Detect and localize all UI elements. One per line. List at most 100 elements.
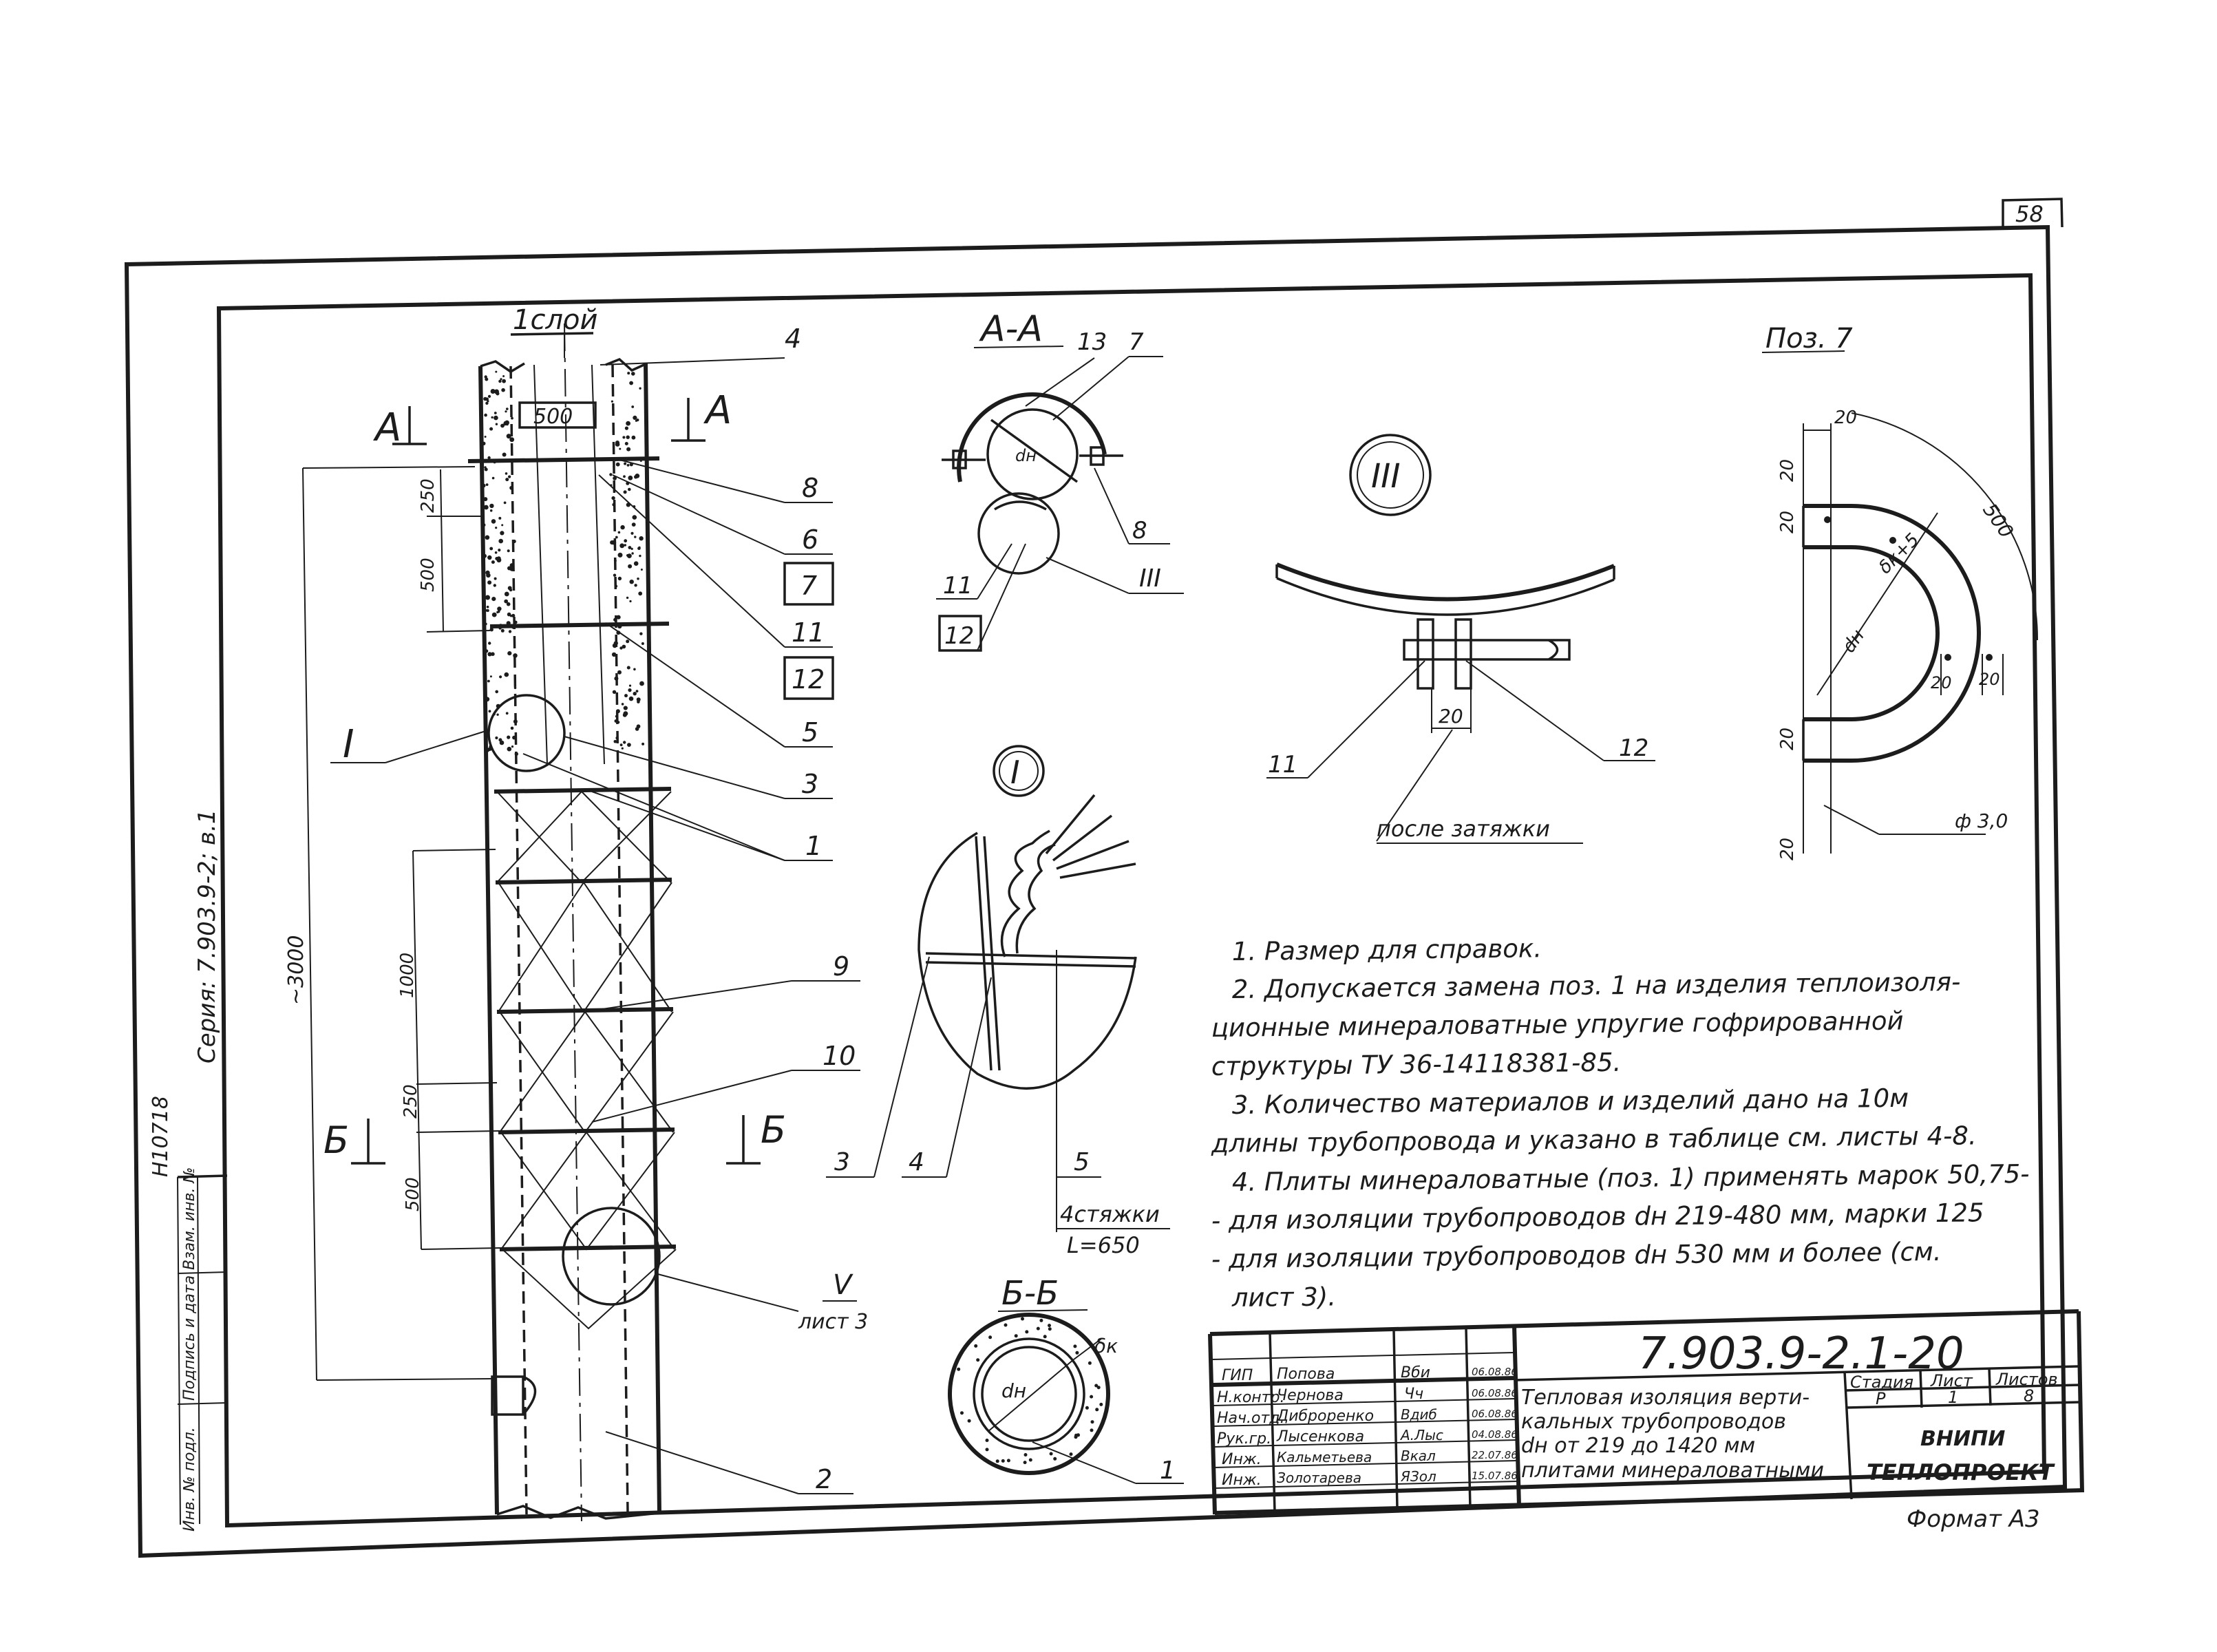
insulation-stipple — [617, 721, 620, 724]
insulation-stipple — [615, 442, 620, 447]
insulation-stipple — [621, 703, 624, 706]
detail-I-callout-3: 3 — [834, 1148, 850, 1176]
insulation-stipple — [628, 684, 632, 687]
title-line-3: плитами минераловатными — [1521, 1459, 1824, 1483]
insulation-stipple — [612, 643, 617, 648]
title-block: 7.903.9-2.1-20 Тепловая изоляция верти- … — [1208, 1309, 2084, 1515]
insulation-stipple — [485, 595, 490, 600]
callout-V: V — [833, 1269, 853, 1301]
insulation-stipple — [623, 706, 628, 710]
insulation-stipple — [631, 552, 634, 555]
insulation-stipple — [628, 458, 630, 460]
insulation-stipple — [504, 672, 509, 677]
stage-header: Стадия — [1850, 1373, 1913, 1392]
insulation-stipple — [482, 441, 486, 445]
insulation-stipple — [623, 490, 627, 494]
insulation-stipple — [511, 624, 516, 629]
insulation-stipple — [496, 713, 499, 716]
insulation-stipple — [613, 617, 617, 622]
detail-III-after: после затяжки — [1377, 816, 1550, 842]
side-col-sign: Подпись и дата — [181, 1275, 198, 1401]
pos7-dim-2: 20 — [1777, 511, 1798, 533]
person-2-date: 06.08.86 — [1472, 1408, 1518, 1420]
insulation-stipple — [630, 531, 634, 535]
insulation-stipple — [485, 649, 489, 653]
insulation-stipple — [613, 476, 617, 480]
layer-label: 1слой — [513, 304, 597, 336]
insulation-stipple — [509, 437, 515, 443]
insulation-stipple — [491, 612, 497, 617]
sheets-header: Листов — [1995, 1370, 2058, 1389]
insulation-stipple — [620, 525, 625, 530]
insulation-stipple — [624, 694, 628, 698]
insulation-stipple — [1094, 1384, 1099, 1388]
insulation-stipple — [630, 547, 633, 551]
title-line-0: Тепловая изоляция верти- — [1521, 1386, 1810, 1410]
person-5-role: Инж. — [1222, 1472, 1262, 1489]
title-line-2: dн от 219 до 1420 мм — [1521, 1434, 1755, 1458]
insulation-stipple — [498, 549, 501, 552]
insulation-stipple — [485, 609, 487, 612]
section-b-left: Б — [323, 1119, 349, 1162]
insulation-stipple — [489, 427, 494, 431]
callout-10: 10 — [823, 1041, 856, 1071]
insulation-stipple — [626, 435, 630, 439]
insulation-stipple — [488, 710, 491, 713]
insulation-stipple — [505, 420, 509, 425]
insulation-stipple — [487, 555, 492, 560]
pos7-dim-4: 20 — [1777, 838, 1798, 860]
insulation-stipple — [484, 436, 487, 438]
dim-1000: 1000 — [397, 953, 418, 998]
detail-III-title: III — [1371, 457, 1400, 496]
insulation-stipple — [1021, 1317, 1024, 1321]
person-0-date: 06.08.86 — [1472, 1366, 1518, 1378]
insulation-stipple — [487, 652, 492, 657]
section-aa: А-А dн 13 7 8 III 11 12 — [936, 308, 1184, 652]
insulation-stipple — [1053, 1457, 1057, 1461]
pos7-detail: Поз. 7 20 20 20 20 20 20 20 500 δк+5 dн … — [1761, 323, 2039, 860]
callout-5: 5 — [802, 717, 818, 748]
insulation-stipple — [1075, 1351, 1079, 1355]
insulation-stipple — [611, 496, 615, 500]
insulation-stipple — [631, 372, 635, 376]
dim-500-lower: 500 — [403, 1177, 423, 1211]
insulation-stipple — [614, 676, 619, 681]
insulation-stipple — [626, 464, 630, 467]
page-number-box — [2002, 198, 2064, 230]
insulation-stipple — [626, 639, 630, 644]
archive-number: Н10718 — [149, 1096, 173, 1177]
format-label: Формат А3 — [1907, 1505, 2040, 1533]
insulation-stipple — [496, 556, 501, 561]
person-2-role: Нач.отд. — [1217, 1410, 1285, 1427]
insulation-stipple — [509, 589, 513, 592]
person-1-date: 06.08.86 — [1472, 1387, 1518, 1399]
insulation-stipple — [960, 1411, 964, 1415]
dim-250-top: 250 — [418, 478, 438, 513]
note-line-0: 1. Размер для справок. — [1232, 933, 1542, 966]
insulation-stipple — [498, 626, 502, 630]
insulation-stipple — [623, 741, 626, 744]
person-1-role: Н.контр. — [1217, 1389, 1284, 1406]
insulation-stipple — [494, 551, 498, 554]
insulation-stipple — [615, 709, 620, 714]
section-bb-dn: dн — [1001, 1379, 1026, 1402]
insulation-stipple — [483, 497, 488, 502]
section-bb: Б-Б dн δк 1 — [948, 1274, 1184, 1485]
insulation-stipple — [974, 1344, 978, 1348]
sheet-header: Лист — [1930, 1371, 1973, 1390]
insulation-stipple — [487, 580, 492, 585]
insulation-stipple — [509, 485, 513, 490]
callout-11: 11 — [792, 617, 825, 648]
insulation-stipple — [499, 624, 502, 627]
insulation-stipple — [614, 584, 618, 588]
insulation-stipple — [484, 466, 487, 469]
insulation-stipple — [490, 389, 496, 394]
insulation-stipple — [494, 577, 497, 580]
section-bb-callout-1: 1 — [1160, 1457, 1176, 1485]
insulation-stipple — [506, 621, 511, 626]
note-line-1: 2. Допускается замена поз. 1 на изделия … — [1232, 967, 1961, 1004]
insulation-stipple — [621, 747, 624, 750]
callout-9: 9 — [833, 951, 849, 982]
insulation-stipple — [1004, 1323, 1008, 1327]
